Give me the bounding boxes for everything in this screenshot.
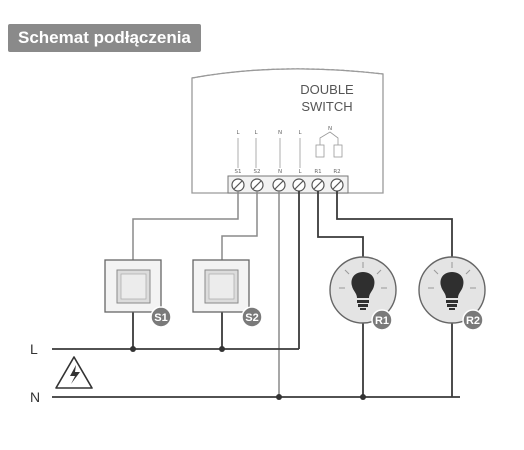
terminal-top-label-5: N — [328, 126, 332, 132]
switch-s1: S1 — [104, 259, 172, 328]
terminal-top-label-1: L — [236, 130, 240, 136]
switch-s2-label: S2 — [245, 312, 258, 324]
light-rays-icon — [339, 262, 387, 289]
terminal-top-label-4: L — [298, 130, 302, 136]
live-line-label: L — [30, 341, 38, 357]
internal-schematic — [237, 131, 343, 168]
bulb-r1-label: R1 — [375, 315, 389, 327]
terminal-block — [227, 175, 349, 194]
light-bulb-icon — [440, 272, 464, 310]
light-rays-icon — [428, 262, 476, 289]
junction-dot — [130, 346, 136, 352]
terminal-screw-r1 — [311, 178, 325, 192]
terminal-screw-l — [292, 178, 306, 192]
terminal-top-label-2: L — [254, 130, 258, 136]
wire-s1 — [132, 191, 239, 260]
light-bulb-icon — [351, 272, 375, 310]
module-outline — [191, 68, 384, 194]
switch-s2: S2 — [192, 259, 263, 328]
module-name-line1: DOUBLE — [300, 82, 354, 97]
terminal-label-l: L — [298, 169, 302, 175]
terminal-label-r1: R1 — [314, 169, 321, 175]
terminal-screw-r2 — [330, 178, 344, 192]
terminal-top-label-3: N — [278, 130, 282, 136]
wire-r2 — [336, 191, 453, 257]
terminal-label-s1: S1 — [235, 169, 242, 175]
module-name-line2: SWITCH — [301, 99, 352, 114]
terminal-labels: S1 S2 N L R1 R2 — [235, 169, 341, 175]
neutral-line-label: N — [30, 389, 40, 405]
high-voltage-warning-icon — [55, 356, 93, 389]
diagram-title: Schemat podłączenia — [8, 24, 201, 52]
bulb-r2-label: R2 — [466, 315, 480, 327]
terminal-label-r2: R2 — [333, 169, 340, 175]
terminal-screw-s1 — [231, 178, 245, 192]
junction-dot — [276, 394, 282, 400]
terminal-label-n: N — [278, 169, 282, 175]
bulb-r2: R2 — [418, 256, 486, 331]
terminal-label-s2: S2 — [254, 169, 261, 175]
wire-s2 — [221, 191, 258, 260]
switch-s1-label: S1 — [154, 312, 167, 324]
wires — [52, 191, 460, 400]
wire-r1 — [317, 191, 364, 257]
bulb-r1: R1 — [329, 256, 397, 331]
junction-dot — [360, 394, 366, 400]
terminal-screws — [231, 178, 344, 192]
terminal-screw-n — [272, 178, 286, 192]
terminal-screw-s2 — [250, 178, 264, 192]
junction-dot — [219, 346, 225, 352]
